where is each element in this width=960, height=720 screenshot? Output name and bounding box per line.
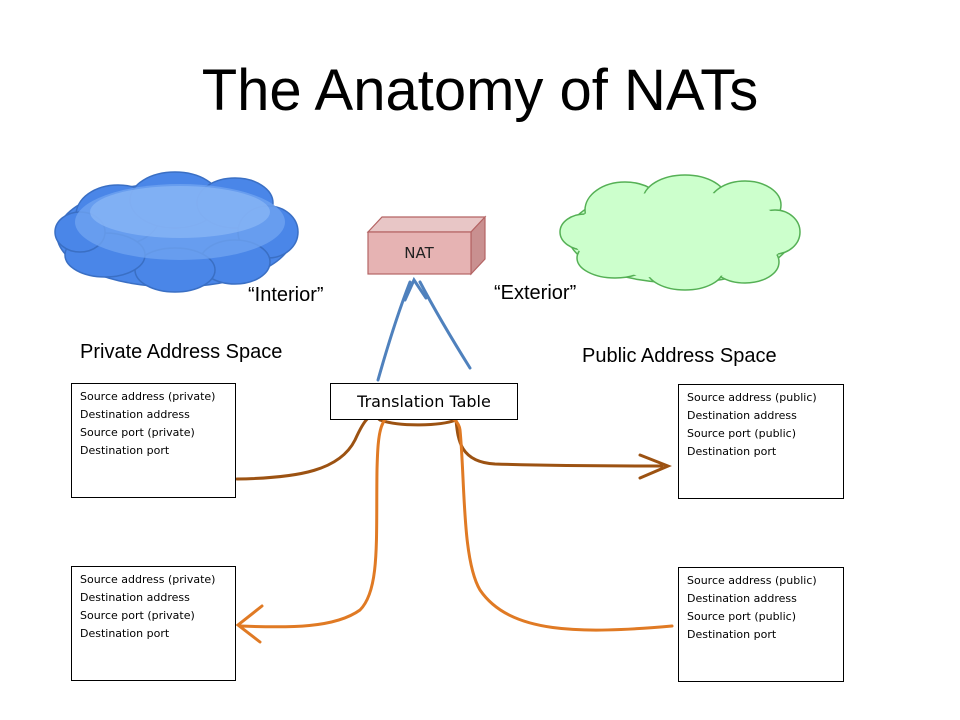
private-header-top: Source address (private) Destination add…: [71, 383, 236, 498]
translation-table: Translation Table: [330, 383, 518, 420]
header-field: Destination address: [80, 591, 190, 604]
header-field: Destination port: [80, 627, 170, 640]
private-header-bottom: Source address (private) Destination add…: [71, 566, 236, 681]
header-field: Destination address: [687, 409, 797, 422]
header-field: Destination address: [687, 592, 797, 605]
nat-label: NAT: [404, 244, 434, 262]
header-field: Destination port: [80, 444, 170, 457]
public-cloud: [559, 174, 801, 291]
interior-label: “Interior”: [248, 284, 324, 306]
public-header-bottom: Source address (public) Destination addr…: [678, 567, 844, 682]
header-field: Source port (public): [687, 427, 797, 440]
private-cloud: [54, 171, 299, 293]
header-field: Destination port: [687, 628, 777, 641]
header-field: Source address (public): [687, 574, 817, 587]
header-field: Destination port: [687, 445, 777, 458]
outbound-arrow: [235, 415, 672, 481]
header-field: Source port (public): [687, 610, 797, 623]
header-field: Source port (private): [80, 609, 195, 622]
header-field: Source port (private): [80, 426, 195, 439]
header-field: Destination address: [80, 408, 190, 421]
header-field: Source address (private): [80, 390, 216, 403]
inbound-arrow: [235, 410, 674, 644]
header-field: Source address (private): [80, 573, 216, 586]
private-space-label: Private Address Space: [80, 341, 283, 363]
public-header-top: Source address (public) Destination addr…: [678, 384, 844, 499]
nat-box: [366, 215, 487, 276]
public-space-label: Public Address Space: [582, 345, 777, 367]
nat-link-arrow: [376, 276, 472, 382]
header-field: Source address (public): [687, 391, 817, 404]
page-title: The Anatomy of NATs: [201, 58, 759, 123]
exterior-label: “Exterior”: [494, 282, 577, 304]
